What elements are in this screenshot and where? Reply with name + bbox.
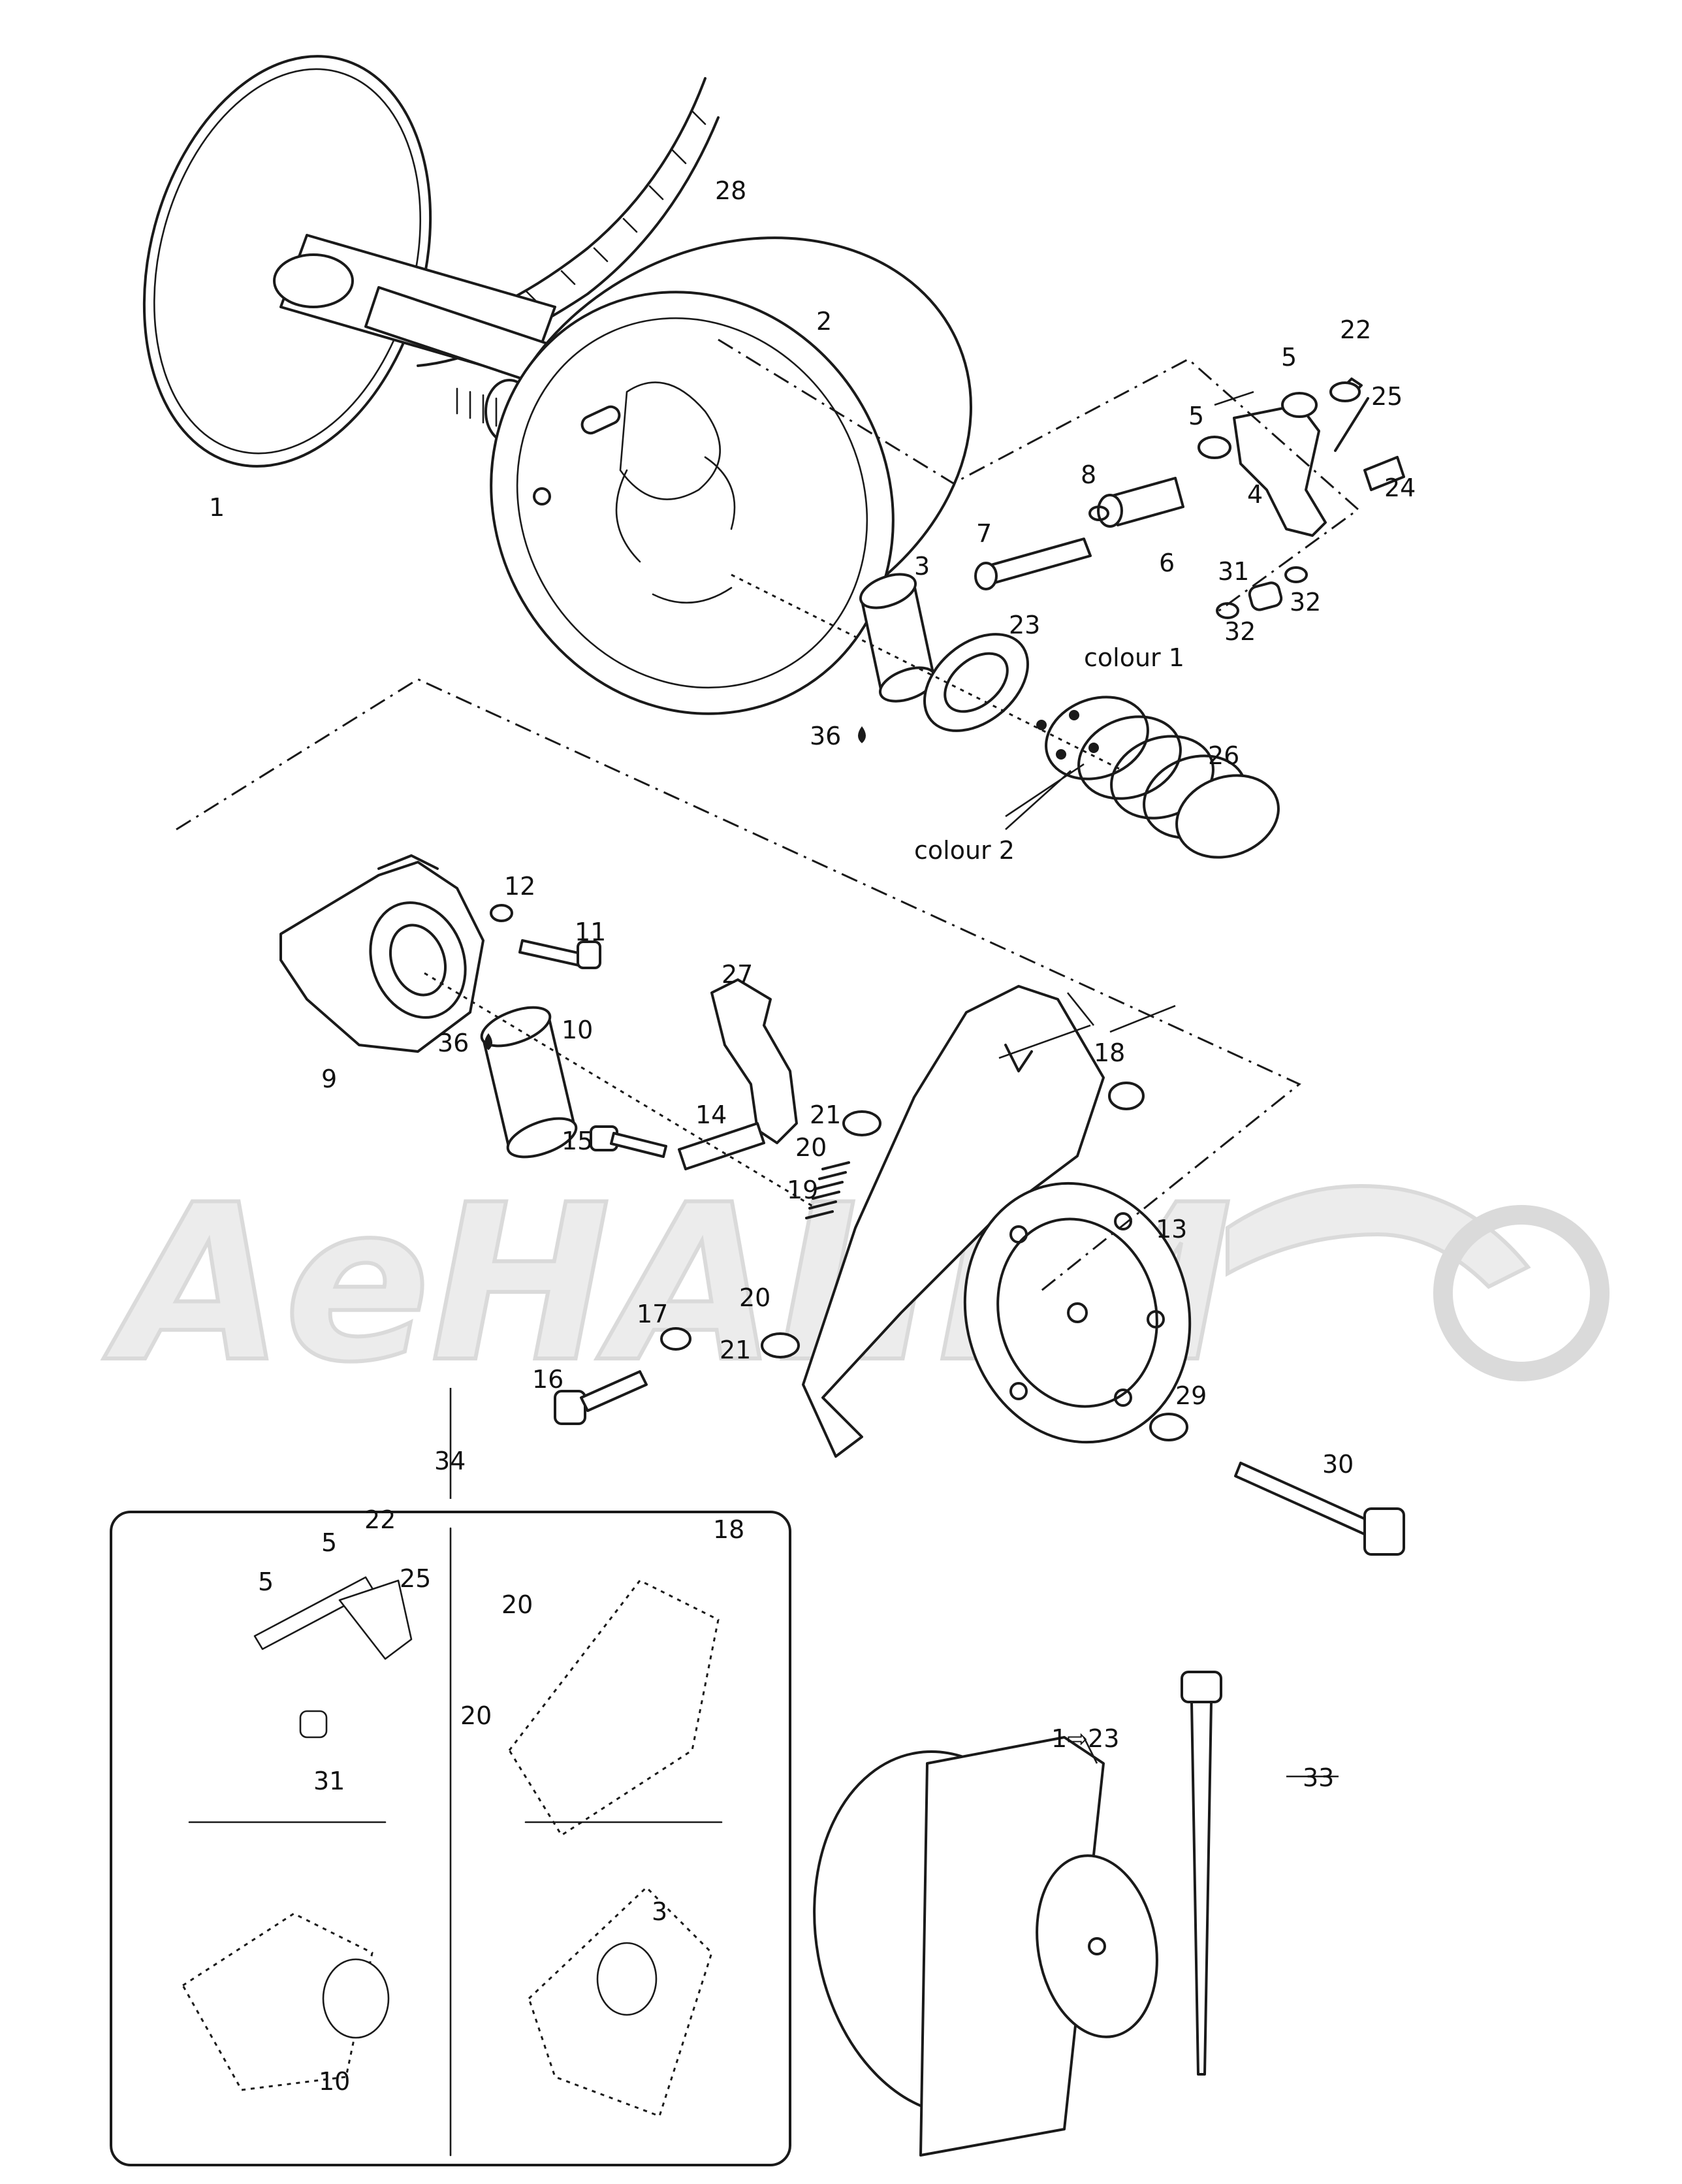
washer-12: [490, 904, 513, 922]
callout-26: 26: [1208, 741, 1239, 770]
callout-6: 6: [1159, 549, 1175, 577]
nut-18: [1108, 1082, 1145, 1110]
callout-29: 29: [1175, 1381, 1207, 1410]
callout-36a: 36: [810, 722, 841, 750]
inset-callout-20b: 20: [460, 1701, 492, 1730]
watermark-wheel: [1433, 1205, 1610, 1381]
callout-32a: 32: [1290, 588, 1321, 617]
callout-34: 34: [434, 1447, 466, 1475]
callout-4: 4: [1247, 480, 1263, 509]
assembled-clutch: [813, 1736, 1158, 2157]
inset-housing: [528, 1886, 713, 2117]
grease-icon: [858, 726, 866, 743]
callout-11: 11: [575, 918, 606, 946]
bolt-16: [554, 1370, 648, 1425]
alignment-lines: [176, 338, 1360, 1294]
inset-callout-3: 3: [652, 1897, 667, 1926]
bolt-30: [1234, 1462, 1405, 1556]
watermark-motorcycle: [1226, 1184, 1531, 1289]
inset-spider: [508, 1579, 720, 1837]
callout-24: 24: [1384, 474, 1416, 502]
callout-17: 17: [637, 1300, 668, 1328]
screw-15: [590, 1125, 667, 1158]
bolt-33: [1181, 1671, 1222, 2076]
callout-13: 13: [1156, 1215, 1187, 1244]
drive-sheave: [142, 55, 556, 468]
callout-27: 27: [722, 960, 753, 989]
callout-21a: 21: [810, 1100, 841, 1129]
inset-callout-18: 18: [713, 1515, 744, 1544]
spring: [1036, 696, 1280, 859]
callout-5b: 5: [1188, 402, 1204, 430]
cap-21b: [761, 1332, 800, 1358]
callout-31: 31: [1218, 557, 1249, 586]
callout-33: 33: [1303, 1763, 1334, 1792]
inset-lever: [253, 1576, 413, 1739]
callout-3: 3: [914, 552, 930, 581]
callout-16: 16: [532, 1365, 563, 1394]
inset-callout-5b: 5: [258, 1567, 274, 1596]
callout-19: 19: [787, 1176, 818, 1204]
callout-1: 1: [209, 493, 225, 522]
bushing-3: [859, 573, 937, 703]
callout-7: 7: [976, 519, 992, 548]
assembly-label: 1⇨23: [1051, 1724, 1119, 1753]
inset-callout-22: 22: [364, 1505, 396, 1534]
inset-callout-20a: 20: [501, 1590, 533, 1619]
callout-21b: 21: [720, 1336, 751, 1364]
callout-14: 14: [695, 1100, 727, 1129]
callout-30: 30: [1322, 1450, 1354, 1479]
label-colour-2: colour 2: [914, 836, 1015, 865]
callout-2: 2: [816, 307, 832, 336]
callout-28: 28: [715, 176, 746, 205]
cap-21a: [842, 1110, 881, 1136]
callout-36b: 36: [437, 1029, 469, 1057]
callout-23: 23: [1009, 611, 1040, 639]
housing: [490, 236, 972, 715]
inset-cam: [182, 1912, 390, 2091]
callout-25: 25: [1371, 382, 1403, 411]
lever-assembly: [974, 377, 1405, 619]
spider-13: [802, 985, 1192, 1458]
label-colour-1: colour 1: [1084, 643, 1184, 672]
inset-callout-5a: 5: [321, 1528, 337, 1557]
cam-9: [279, 854, 484, 1053]
screw-11: [518, 939, 601, 969]
inset-callout-10: 10: [319, 2067, 350, 2096]
washer-29: [1149, 1413, 1188, 1441]
inset-callout-31: 31: [313, 1767, 345, 1795]
spring-19: [805, 1161, 850, 1219]
callout-9: 9: [321, 1065, 337, 1093]
callout-8: 8: [1081, 460, 1096, 489]
washer-17: [660, 1327, 691, 1351]
callout-20b: 20: [739, 1283, 770, 1312]
grease-icon: [484, 1033, 492, 1050]
pin-14: [678, 1122, 765, 1170]
callout-20a: 20: [795, 1133, 827, 1162]
callout-22: 22: [1340, 315, 1371, 344]
callout-15: 15: [562, 1127, 593, 1155]
leader-lines: [998, 391, 1339, 1778]
inset-callout-25: 25: [400, 1564, 431, 1593]
callout-5a: 5: [1281, 343, 1297, 372]
washer-23: [923, 633, 1029, 732]
inset-34: [110, 1388, 791, 2166]
flyweight-27: [710, 978, 798, 1144]
callout-10: 10: [562, 1016, 593, 1044]
callout-32b: 32: [1224, 617, 1256, 646]
callout-12: 12: [504, 872, 535, 901]
callout-18: 18: [1094, 1038, 1125, 1067]
